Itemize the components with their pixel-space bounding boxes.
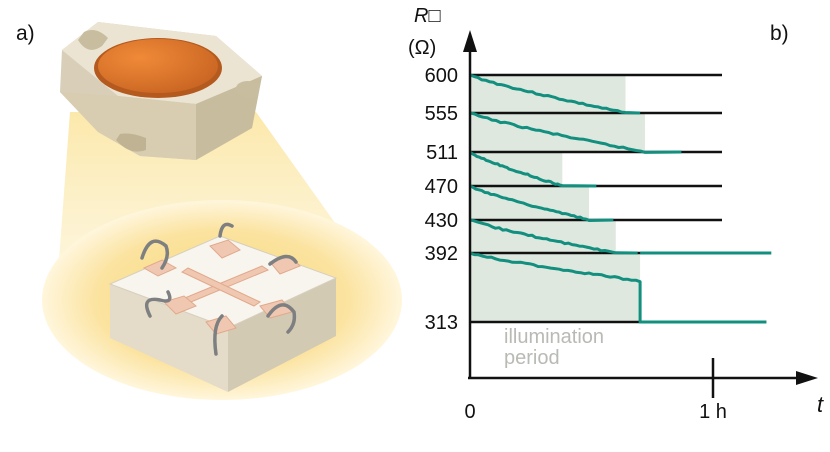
resistance-trace [469, 150, 597, 188]
resistance-traces [469, 73, 772, 324]
x-axis [468, 358, 818, 398]
x-tick-1h: 1 h [699, 401, 727, 423]
y-tick-label: 600 [425, 65, 458, 87]
resistance-trace [469, 73, 641, 115]
x-tick-0: 0 [464, 401, 475, 423]
resistance-trace [469, 218, 638, 255]
y-axis-unit: (Ω) [408, 37, 436, 59]
illustration-panel: a) [16, 22, 402, 400]
bond-wires [140, 222, 298, 356]
y-tick-label: 511 [426, 142, 458, 164]
led-emitter [98, 39, 218, 93]
y-tick-label: 430 [425, 210, 458, 232]
x-axis-title: t [817, 392, 824, 417]
panel-b-label: b) [770, 22, 789, 45]
illumination-band [470, 253, 641, 322]
y-axis [463, 30, 477, 378]
y-tick-label: 470 [425, 176, 458, 198]
resistance-trace [469, 184, 614, 222]
led-chip [60, 22, 262, 160]
illumination-label-line1: illumination [504, 326, 604, 348]
y-tick-label: 392 [425, 243, 458, 265]
y-axis-title: R□ [414, 5, 441, 27]
y-tick-label: 555 [425, 103, 458, 125]
illumination-label-line2: period [504, 347, 560, 369]
sample-chip [108, 222, 338, 392]
y-tick-label: 313 [425, 312, 458, 334]
y-tick-labels: 600 555 511 470 430 392 313 [425, 65, 458, 334]
resistance-trace [469, 251, 767, 324]
panel-a-label: a) [16, 22, 35, 45]
resistance-trace [469, 111, 682, 154]
